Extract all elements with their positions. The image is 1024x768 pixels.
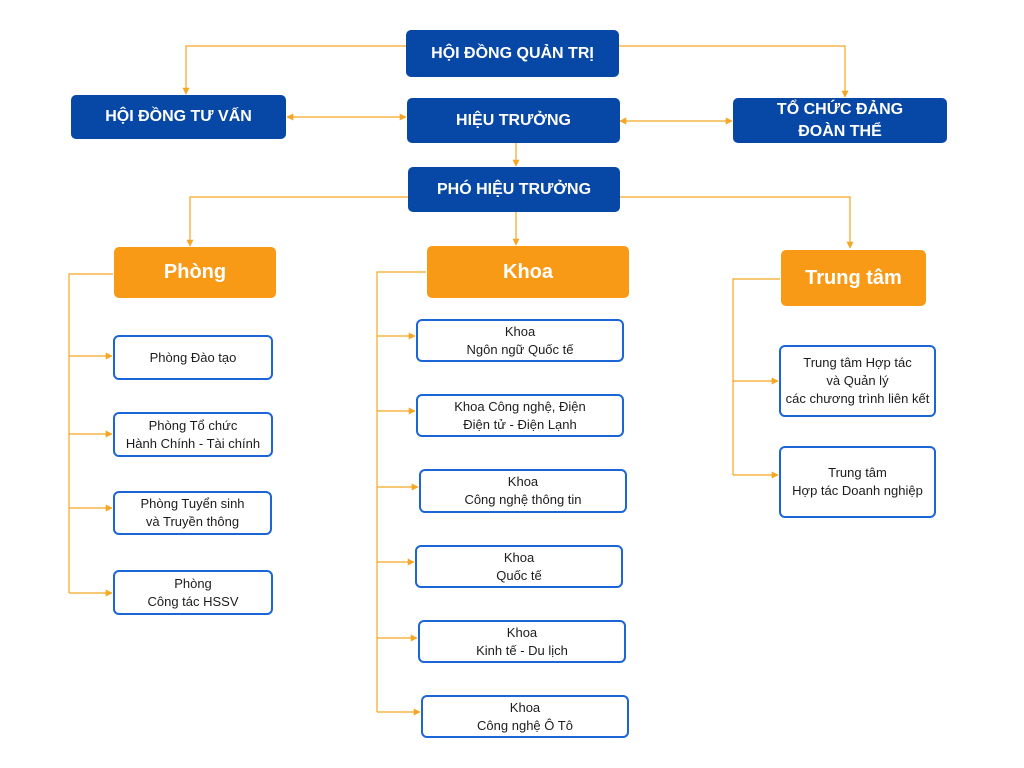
center-item: Trung tâm Hợp tác Doanh nghiệp	[779, 446, 936, 518]
centers-header: Trung tâm	[781, 250, 926, 306]
board-node: HỘI ĐỒNG QUẢN TRỊ	[406, 30, 619, 77]
line-phong-trunk	[68, 273, 113, 593]
principal-node: HIỆU TRƯỞNG	[407, 98, 620, 143]
line-trungtam-trunk	[732, 278, 780, 475]
departments-header: Phòng	[114, 247, 276, 298]
faculty-item: Khoa Kinh tế - Du lịch	[418, 620, 626, 663]
line-vice-trungtam	[620, 196, 854, 249]
line-board-advisory	[182, 45, 406, 95]
faculty-item: Khoa Công nghệ Ô Tô	[421, 695, 629, 738]
faculty-item: Khoa Quốc tế	[415, 545, 623, 588]
faculty-item: Khoa Công nghệ thông tin	[419, 469, 627, 513]
department-item: Phòng Đào tạo	[113, 335, 273, 380]
party-node: TỔ CHỨC ĐẢNG ĐOÀN THỂ	[733, 98, 947, 143]
department-item: Phòng Tuyển sinh và Truyền thông	[113, 491, 272, 535]
center-item: Trung tâm Hợp tác và Quản lý các chương …	[779, 345, 936, 417]
faculty-item: Khoa Ngôn ngữ Quốc tế	[416, 319, 624, 362]
department-item: Phòng Công tác HSSV	[113, 570, 273, 615]
vice-principal-node: PHÓ HIỆU TRƯỞNG	[408, 167, 620, 212]
line-vice-phong	[186, 196, 408, 247]
faculties-header: Khoa	[427, 246, 629, 298]
line-khoa-trunk	[376, 271, 426, 712]
faculty-item: Khoa Công nghệ, Điện Điện tử - Điện Lạnh	[416, 394, 624, 437]
advisory-node: HỘI ĐỒNG TƯ VẤN	[71, 95, 286, 139]
department-item: Phòng Tổ chức Hành Chính - Tài chính	[113, 412, 273, 457]
line-board-party	[618, 45, 849, 98]
